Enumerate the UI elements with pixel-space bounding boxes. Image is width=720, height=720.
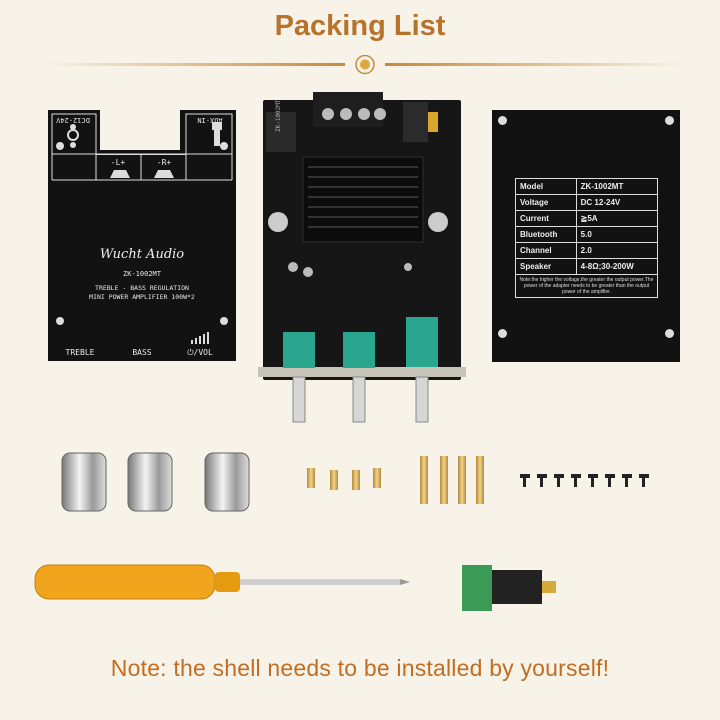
standoffs-short [307,468,381,490]
standoffs-long [420,456,484,504]
capacitor [428,212,448,232]
left-channel-label: -L+ [111,158,126,167]
amplifier-label: MINI POWER AMPLIFIER 100W*2 [89,293,195,301]
aux-jack-icon [212,122,222,146]
volume-label: ⏻/VOL [187,348,213,357]
treble-label: TREBLE [66,348,95,357]
knob-caps [61,452,250,512]
aux-jack [403,102,428,142]
capacitor [268,212,288,232]
title-divider [45,55,685,75]
screws [520,474,649,487]
left-cover-panel: -L+ -R+ DC12-24V AUX-IN Wucht Audio ZK-1… [48,110,236,361]
speaker-left-icon [110,170,130,178]
regulation-label: TREBLE - BASS REGULATION [95,284,189,292]
aux-label: AUX-IN [197,116,222,124]
dc-adapter [462,565,556,611]
board-model-label: ZK-1002MT [275,99,282,132]
amplifier-board: ZK-1002MT [258,92,466,423]
spec-row: Current≧5A [515,210,659,227]
model-label: ZK-1002MT [123,270,162,278]
volume-bars-icon [191,332,209,344]
dc-jack [266,112,296,152]
power-label: DC12-24V [55,116,90,124]
page-title: Packing List [274,10,446,42]
accessories [34,452,649,611]
right-channel-label: -R+ [157,158,172,167]
screwdriver [34,564,410,600]
dc-jack-icon [67,124,79,148]
speaker-right-icon [154,170,174,178]
knob-shafts [292,376,429,423]
heatsink [302,156,424,243]
front-plate [258,367,466,377]
brand-logo: Wucht Audio [100,247,184,262]
spec-footnote: Note:the higher the voltage,the greater … [515,275,658,298]
potentiometers [283,317,438,368]
installation-note: Note: the shell needs to be installed by… [110,655,610,681]
bass-label: BASS [132,348,151,357]
